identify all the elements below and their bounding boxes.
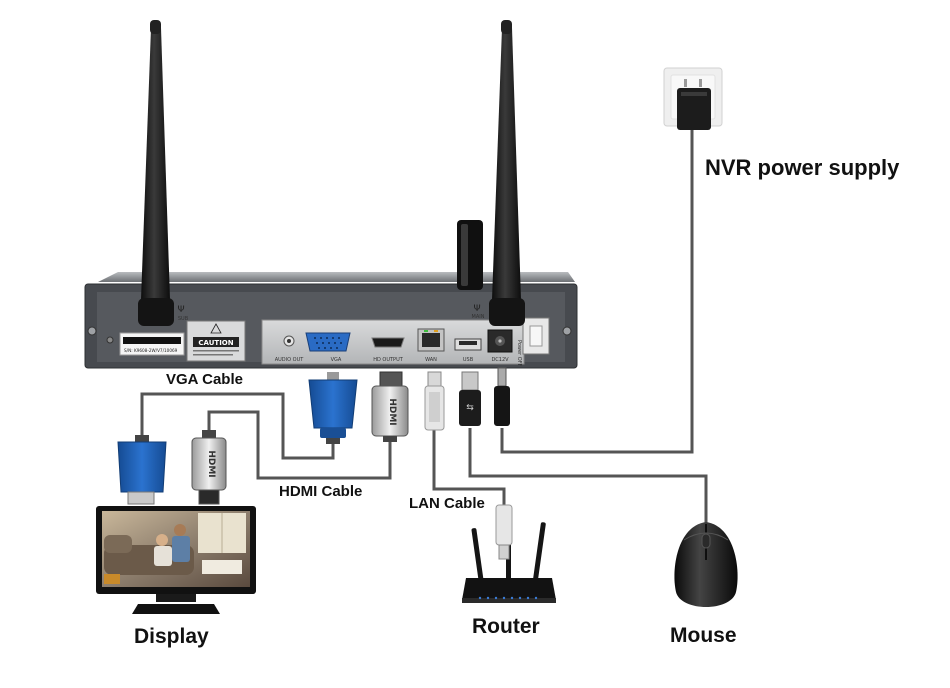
serial-label: S/N: K9608-2W/V7/10069 [119,332,185,356]
svg-text:Ψ: Ψ [177,305,184,315]
sub-antenna-label: SUB [178,316,189,322]
antenna-left [138,20,174,326]
wan-label: WAN [425,357,437,363]
wan-port: WAN [417,328,445,363]
nvr-unit: S/N: K9608-2W/V7/10069 CAUTION AUDIO OUT [84,272,578,369]
power-switch: Power OFF [516,317,550,367]
vga-connector-nvr [308,372,358,444]
hdmi-port: HD OUTPUT [371,337,405,363]
vga-port-label: VGA [331,357,342,363]
dc12v-port: DC12V [487,329,513,363]
top-module [457,220,483,290]
usb-cable-line [468,428,708,530]
lan-cable-label: LAN Cable [409,495,485,512]
power-cable-line [500,130,694,454]
display-monitor [96,506,256,614]
usb-port: USB [454,338,482,363]
mouse [674,522,738,607]
caution-text: CAUTION [198,339,233,347]
power-supply-label: NVR power supply [705,155,900,180]
antenna-right [489,20,525,326]
power-adapter [677,88,711,130]
hdmi-text-nvr: HDMI [387,398,397,425]
dc12v-label: DC12V [491,357,509,363]
audio-out-label: AUDIO OUT [275,357,305,363]
vga-cable-label: VGA Cable [166,371,243,388]
usb-connector-nvr: ⇆ [459,371,481,426]
usb-label: USB [463,357,474,363]
hdmi-cable-label: HDMI Cable [279,483,363,500]
svg-text:Ψ: Ψ [473,304,480,314]
vga-connector-display [117,435,167,505]
main-antenna-label: MAIN [472,314,485,320]
hdmi-text-display: HDMI [206,450,216,477]
mouse-label: Mouse [670,624,737,647]
hd-output-label: HD OUTPUT [373,357,404,363]
router-label: Router [472,615,540,638]
display-label: Display [134,625,209,648]
lan-connector-nvr [424,371,445,431]
hdmi-connector-nvr: HDMI [371,371,409,442]
cables [140,130,708,530]
svg-text:⇆: ⇆ [466,403,474,413]
hdmi-cable-line [207,410,392,480]
audio-out-port: AUDIO OUT [275,335,305,363]
lan-cable-line [432,430,506,505]
router [462,504,556,603]
nvr-top [98,272,575,282]
hdmi-connector-display: HDMI [191,430,227,505]
dc-connector-nvr [494,367,510,426]
caution-label: CAUTION [186,320,246,362]
serial-text: S/N: K9608-2W/V7/10069 [124,348,178,353]
power-off-label: Power OFF [516,340,522,367]
vga-cable-line [140,392,335,460]
vga-port: VGA [305,332,351,363]
